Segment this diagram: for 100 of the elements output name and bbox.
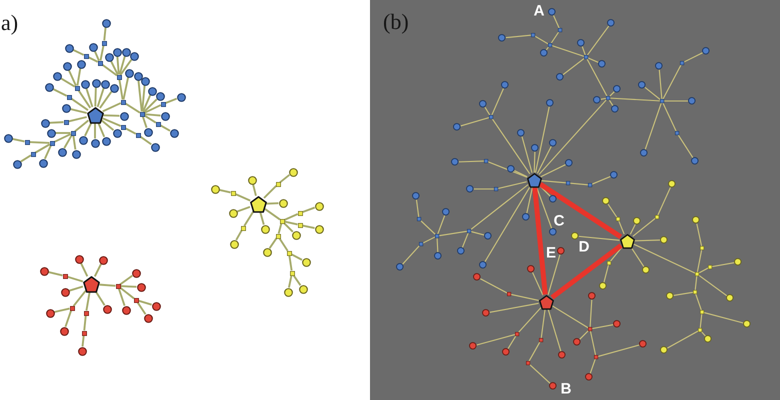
circle-node [170, 128, 178, 138]
circle-node [549, 139, 557, 147]
link-line [618, 220, 625, 234]
circle-node [498, 34, 506, 42]
link-line [541, 180, 566, 184]
link-line [590, 300, 592, 327]
link-line [678, 134, 694, 158]
link-line [266, 202, 279, 205]
square-node [66, 94, 72, 100]
circle-node [262, 248, 272, 256]
link-line [603, 264, 609, 282]
link-line [528, 342, 540, 362]
circle-node [501, 81, 509, 89]
link-line [510, 294, 539, 301]
circle-node [688, 97, 696, 105]
circle-node [302, 258, 310, 266]
circle-node [613, 320, 621, 328]
circle-node [78, 136, 88, 144]
link-line [52, 88, 68, 97]
circle-node [640, 149, 648, 157]
link-line [99, 91, 112, 109]
circle-node [136, 282, 146, 292]
link-line [548, 254, 560, 295]
circle-node [74, 254, 84, 264]
square-node [70, 306, 74, 310]
link-line [69, 286, 84, 292]
circle-node [585, 373, 593, 381]
link-line [94, 264, 102, 277]
node-letter: B [560, 381, 572, 396]
link-line [553, 15, 560, 28]
link-line [116, 56, 120, 75]
link-line [532, 272, 544, 296]
link-line [244, 210, 254, 226]
circle-node [692, 216, 700, 224]
link-line [119, 286, 135, 300]
link-line [644, 102, 662, 150]
link-line [438, 230, 468, 236]
link-line [56, 132, 70, 134]
circle-node [610, 171, 618, 179]
circle-node [565, 159, 573, 167]
link-line [60, 78, 76, 88]
link-line [76, 68, 82, 86]
link-line [143, 98, 158, 113]
circle-node [577, 39, 585, 47]
circle-node [396, 263, 404, 271]
link-line [85, 88, 94, 108]
link-line [141, 85, 146, 112]
link-line [698, 268, 708, 274]
link-line [64, 310, 72, 328]
link-line [94, 124, 96, 138]
circle-node [120, 112, 128, 120]
circle-node [144, 314, 152, 322]
link-line [288, 255, 293, 271]
circle-node [457, 247, 465, 255]
circle-node [288, 168, 298, 176]
link-line [264, 208, 280, 220]
link-line [70, 108, 87, 114]
link-line [118, 56, 126, 75]
circle-node [144, 128, 152, 136]
link-line [474, 188, 494, 190]
link-line [100, 45, 104, 61]
link-line [279, 174, 290, 184]
square-node [102, 40, 106, 46]
circle-node [102, 136, 110, 146]
circle-node [62, 62, 72, 70]
link-line [529, 364, 551, 384]
circle-node [502, 348, 510, 356]
link-line [416, 200, 420, 217]
link-line [284, 213, 298, 221]
square-node [566, 180, 570, 186]
link-line [110, 60, 119, 76]
link-line [588, 57, 599, 63]
square-node [276, 182, 280, 186]
link-line [72, 135, 76, 150]
circle-node [314, 202, 324, 210]
link-line [436, 238, 438, 252]
circle-node [104, 52, 114, 62]
circle-node [507, 165, 515, 173]
square-node [616, 216, 620, 222]
link-line [546, 46, 550, 50]
link-line [259, 212, 265, 225]
circle-node [469, 342, 477, 350]
link-line [667, 330, 698, 349]
link-line [634, 240, 660, 242]
circle-node [132, 268, 140, 278]
link-line [102, 102, 122, 112]
square-node [606, 96, 610, 100]
link-line [97, 122, 106, 138]
link-line [630, 246, 644, 268]
link-line [119, 274, 133, 286]
link-line [658, 70, 662, 99]
link-line [142, 116, 148, 128]
node-letter: E [546, 245, 556, 260]
link-line [103, 114, 120, 117]
square-node [698, 328, 702, 332]
circle-node [78, 346, 86, 356]
square-node [82, 330, 86, 336]
square-node [286, 250, 292, 256]
square-node [700, 310, 704, 314]
circle-node [156, 92, 164, 100]
